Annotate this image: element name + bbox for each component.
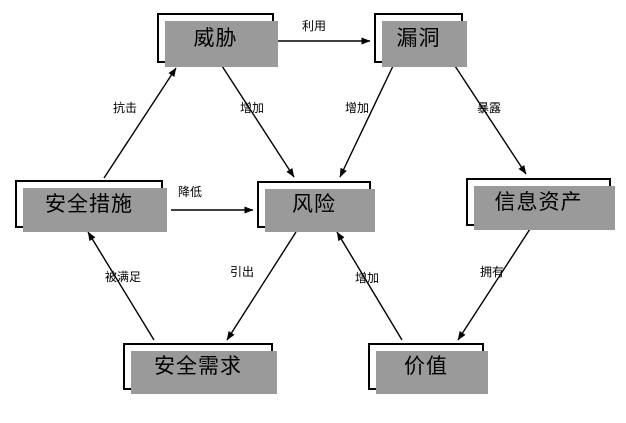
edge-label-requirement-satisfied-by-safeguard: 被满足 — [105, 270, 142, 284]
edge-label-asset-owns-value: 拥有 — [480, 265, 505, 279]
edge-label-vuln-increases-risk: 增加 — [345, 101, 370, 115]
node-label: 漏洞 — [396, 25, 441, 50]
node-risk[interactable]: 风险 — [257, 181, 375, 232]
node-label: 安全措施 — [45, 191, 133, 216]
edge-threat-increases-risk — [221, 65, 295, 178]
edge-label-safeguard-reduces-risk: 降低 — [178, 185, 203, 199]
edge-safeguard-counters-threat — [103, 67, 177, 179]
edge-label-threat-increases-risk: 增加 — [240, 101, 265, 115]
node-label: 信息资产 — [494, 189, 583, 214]
node-threat[interactable]: 威胁 — [157, 13, 278, 67]
node-label: 安全需求 — [154, 354, 242, 378]
edge-requirement-satisfied-by-safeguard — [87, 231, 155, 341]
node-asset[interactable]: 信息资产 — [466, 178, 615, 230]
edge-vuln-exposes-asset — [454, 65, 527, 175]
node-value[interactable]: 价值 — [368, 343, 488, 394]
node-label: 价值 — [404, 354, 448, 378]
edge-value-increases-risk — [336, 231, 403, 341]
node-vulnerability[interactable]: 漏洞 — [374, 13, 467, 67]
edge-label-risk-derives-requirement: 引出 — [230, 265, 255, 279]
node-label: 威胁 — [193, 25, 238, 50]
node-label: 风险 — [292, 192, 336, 216]
edge-asset-owns-value — [457, 228, 531, 341]
edge-label-safeguard-counters-threat: 抗击 — [113, 101, 138, 115]
edge-label-value-increases-risk: 增加 — [355, 271, 380, 285]
node-safeguard[interactable]: 安全措施 — [15, 180, 167, 232]
edge-lines — [87, 37, 531, 341]
edge-label-vuln-exposes-asset: 暴露 — [477, 101, 502, 115]
edge-risk-derives-requirement — [226, 231, 297, 341]
edge-label-threat-exploits-vuln: 利用 — [302, 19, 327, 33]
edge-vuln-increases-risk — [339, 65, 394, 178]
node-requirement[interactable]: 安全需求 — [123, 343, 277, 394]
